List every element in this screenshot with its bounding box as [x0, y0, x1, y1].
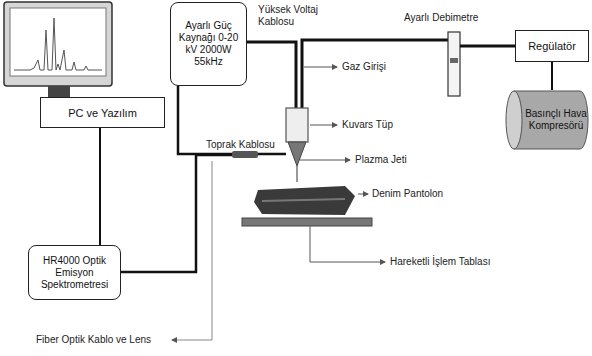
gas-line: [302, 40, 448, 108]
spectrometer-box: HR4000 Optik Emisyon Spektrometresi: [28, 245, 121, 300]
node-text-group: Ayarlı Güç Kaynağı 0-20 kV 2000W 55kHz: [174, 20, 243, 68]
power-supply-box: Ayarlı Güç Kaynağı 0-20 kV 2000W 55kHz: [170, 2, 247, 86]
compressor-cylinder: Basınçlı Hava Kompresörü: [505, 90, 592, 150]
node-text: Ayarlı Güç Kaynağı 0-20 kV 2000W 55kHz: [174, 20, 243, 68]
cylinder-cap: [506, 91, 522, 149]
leader-line: [310, 226, 385, 262]
work-table: [242, 218, 372, 226]
flowmeter: [448, 32, 460, 96]
node-text-group: HR4000 Optik Emisyon Spektrometresi: [32, 255, 117, 291]
leader-line: [304, 67, 337, 68]
air-line: [460, 45, 515, 48]
node-text-group: Basınçlı Hava Kompresörü: [521, 108, 591, 132]
callout-label: Kuvars Tüp: [342, 119, 393, 131]
monitor: [4, 2, 112, 86]
plasma-jet: [296, 166, 298, 182]
leader-line: [172, 161, 212, 340]
pc-box: PC ve Yazılım: [40, 97, 165, 128]
node-text: Regülatör: [528, 40, 576, 52]
callout-label: Ayarlı Debimetre: [404, 12, 478, 24]
monitor-stand: [48, 86, 70, 97]
ground-cable: [178, 86, 286, 154]
leader-line: [300, 160, 350, 161]
denim-fold: [262, 199, 345, 201]
spectrum: [14, 18, 102, 70]
node-text: PC ve Yazılım: [68, 107, 137, 119]
flowmeter-float: [450, 58, 458, 63]
node-text: Basınçlı Hava Kompresörü: [521, 108, 591, 132]
monitor-screen: [10, 8, 106, 76]
callout-label: Plazma Jeti: [355, 154, 407, 166]
connector-line: [99, 128, 101, 245]
node-text-group: Regülatör: [528, 40, 576, 52]
connector-line: [551, 62, 553, 90]
leader-line: [310, 125, 337, 126]
callout-label: Denim Pantolon: [372, 188, 443, 200]
leader-line: [358, 194, 368, 195]
callout-label: Fiber Optik Kablo ve Lens: [36, 334, 151, 346]
denim-pants: [254, 186, 355, 215]
fiber-lens: [232, 151, 258, 158]
callout-label: Toprak Kablosu: [206, 139, 275, 151]
nozzle: [288, 142, 306, 166]
regulator-box: Regülatör: [515, 30, 589, 62]
node-text-group: PC ve Yazılım: [68, 107, 137, 119]
quartz-tube: [286, 108, 308, 142]
callout-label: Gaz Girişi: [342, 61, 386, 73]
node-text: HR4000 Optik Emisyon Spektrometresi: [32, 255, 117, 291]
hv-cable: [244, 42, 296, 108]
fiber-cable: [118, 155, 232, 272]
callout-label: Yüksek Voltaj Kablosu: [258, 4, 338, 28]
callout-label: Hareketli İşlem Tablası: [390, 256, 490, 268]
